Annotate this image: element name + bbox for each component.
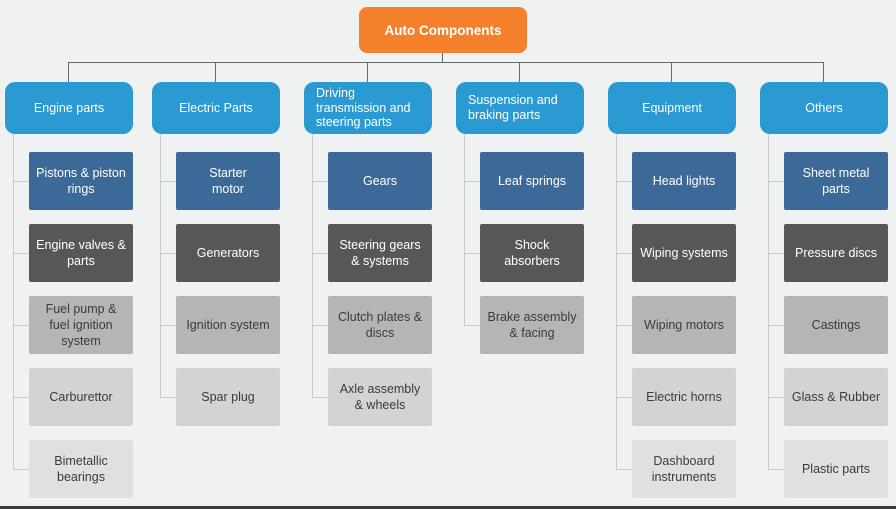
connector-stub (464, 181, 480, 182)
category-header-driving-transmission: Driving transmission and steering parts (304, 82, 432, 134)
connector-column-line (616, 134, 617, 469)
connector-stub (616, 253, 632, 254)
connector-stub (312, 325, 328, 326)
connector-stub (312, 397, 328, 398)
category-header-suspension-braking: Suspension and braking parts (456, 82, 584, 134)
connector-stub (312, 253, 328, 254)
connector-stub (768, 397, 784, 398)
child-node-gears: Gears (328, 152, 432, 210)
child-node-wiping-systems: Wiping systems (632, 224, 736, 282)
child-node-clutch-plates-discs: Clutch plates & discs (328, 296, 432, 354)
connector-branch-equipment (671, 62, 672, 82)
connector-root-stem (442, 53, 443, 62)
category-header-electric-parts: Electric Parts (152, 82, 280, 134)
category-header-engine-parts: Engine parts (5, 82, 133, 134)
connector-branch-engine-parts (68, 62, 69, 82)
connector-stub (160, 253, 176, 254)
connector-stub (160, 397, 176, 398)
child-node-brake-assembly-facing: Brake assembly & facing (480, 296, 584, 354)
connector-stub (768, 181, 784, 182)
connector-stub (13, 397, 29, 398)
category-header-others: Others (760, 82, 888, 134)
child-node-shock-absorbers: Shock absorbers (480, 224, 584, 282)
connector-column-line (464, 134, 465, 325)
connector-stub (13, 253, 29, 254)
child-node-plastic-parts: Plastic parts (784, 440, 888, 498)
connector-stub (160, 181, 176, 182)
child-node-fuel-pump-ignition-system: Fuel pump & fuel ignition system (29, 296, 133, 354)
category-header-equipment: Equipment (608, 82, 736, 134)
child-node-pistons-piston-rings: Pistons & piston rings (29, 152, 133, 210)
child-node-generators: Generators (176, 224, 280, 282)
connector-stub (768, 325, 784, 326)
connector-stub (312, 181, 328, 182)
connector-stub (160, 325, 176, 326)
connector-stub (464, 253, 480, 254)
connector-column-line (768, 134, 769, 469)
child-node-wiping-motors: Wiping motors (632, 296, 736, 354)
child-node-head-lights: Head lights (632, 152, 736, 210)
connector-stub (616, 181, 632, 182)
child-node-leaf-springs: Leaf springs (480, 152, 584, 210)
connector-horizontal-main (68, 62, 824, 63)
child-node-engine-valves-parts: Engine valves & parts (29, 224, 133, 282)
connector-stub (768, 469, 784, 470)
category-column-engine-parts: Engine parts Pistons & piston rings Engi… (5, 82, 133, 509)
connector-stub (464, 325, 480, 326)
bottom-border-line (0, 506, 896, 509)
connector-stub (13, 469, 29, 470)
child-node-glass-rubber: Glass & Rubber (784, 368, 888, 426)
child-node-sheet-metal-parts: Sheet metal parts (784, 152, 888, 210)
child-node-castings: Castings (784, 296, 888, 354)
child-node-electric-horns: Electric horns (632, 368, 736, 426)
connector-column-line (160, 134, 161, 397)
root-node-auto-components: Auto Components (359, 7, 527, 53)
connector-branch-electric-parts (215, 62, 216, 82)
child-node-dashboard-instruments: Dashboard instruments (632, 440, 736, 498)
category-column-others: Others Sheet metal parts Pressure discs … (760, 82, 888, 509)
category-column-driving-transmission: Driving transmission and steering parts … (304, 82, 432, 509)
child-node-spar-plug: Spar plug (176, 368, 280, 426)
child-node-steering-gears-systems: Steering gears & systems (328, 224, 432, 282)
child-node-pressure-discs: Pressure discs (784, 224, 888, 282)
connector-branch-suspension-braking (519, 62, 520, 82)
connector-branch-others (823, 62, 824, 82)
connector-stub (768, 253, 784, 254)
connector-stub (616, 325, 632, 326)
category-column-equipment: Equipment Head lights Wiping systems Wip… (608, 82, 736, 509)
connector-column-line (312, 134, 313, 397)
category-column-electric-parts: Electric Parts Starter motor Generators … (152, 82, 280, 509)
child-node-axle-assembly-wheels: Axle assembly & wheels (328, 368, 432, 426)
connector-stub (616, 397, 632, 398)
connector-branch-driving-transmission (367, 62, 368, 82)
connector-column-line (13, 134, 14, 469)
connector-stub (13, 181, 29, 182)
child-node-starter-motor: Starter motor (176, 152, 280, 210)
child-node-carburettor: Carburettor (29, 368, 133, 426)
category-column-suspension-braking: Suspension and braking parts Leaf spring… (456, 82, 584, 509)
child-node-bimetallic-bearings: Bimetallic bearings (29, 440, 133, 498)
connector-stub (616, 469, 632, 470)
connector-stub (13, 325, 29, 326)
child-node-ignition-system: Ignition system (176, 296, 280, 354)
